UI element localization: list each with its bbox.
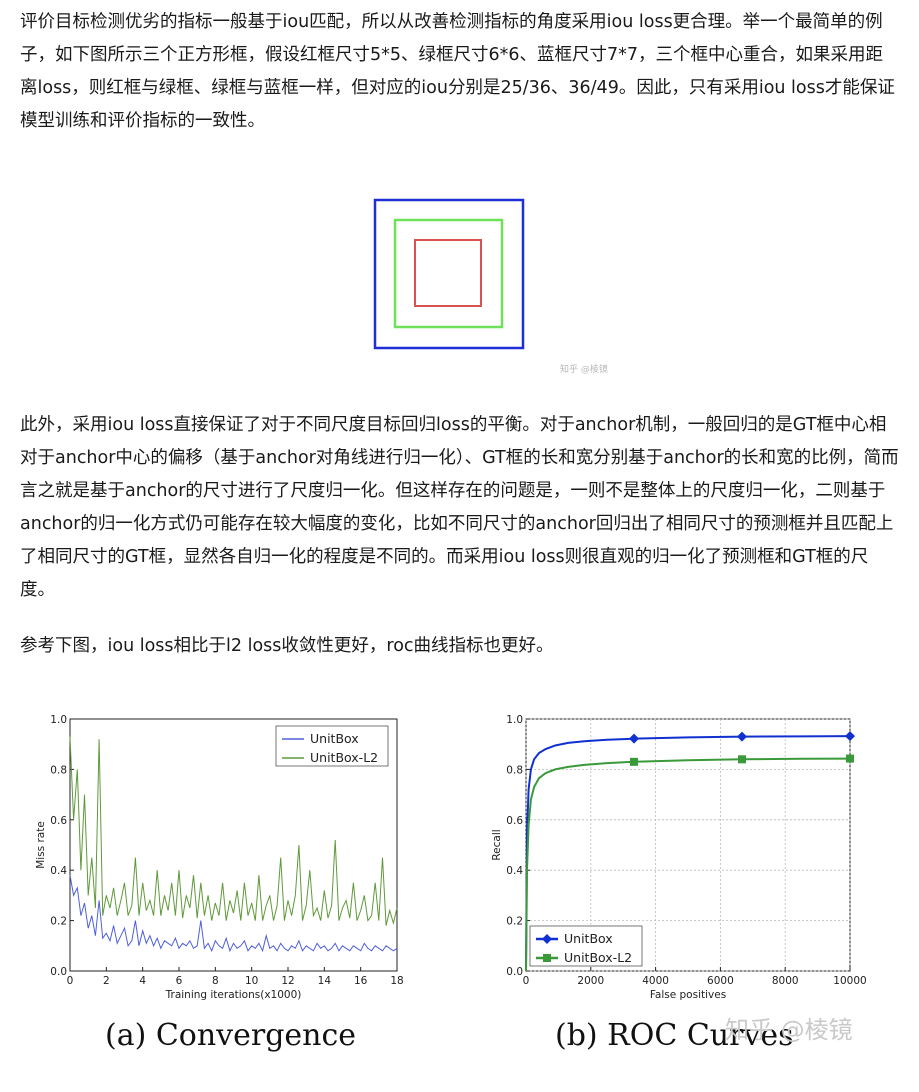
green-box	[393, 218, 504, 329]
series-marker-0	[628, 733, 639, 744]
legend-label-0: UnitBox	[564, 931, 613, 946]
x-tick-label: 10000	[833, 975, 866, 987]
legend-marker-1	[543, 954, 551, 962]
series-line-1	[69, 736, 398, 926]
y-tick-label: 0.2	[50, 916, 67, 928]
paragraph-scale-balance: 此外，采用iou loss直接保证了对于不同尺度目标回归loss的平衡。对于an…	[20, 415, 899, 600]
y-tick-label: 0.8	[506, 764, 523, 776]
series-marker-1	[846, 754, 854, 763]
y-tick-label: 0.8	[50, 764, 67, 776]
x-tick-label: 8000	[772, 975, 799, 987]
y-tick-label: 0.0	[506, 966, 523, 978]
x-axis-label: False positives	[650, 989, 726, 1001]
x-tick-label: 18	[390, 975, 403, 987]
red-box	[414, 239, 482, 307]
charts-figure: 0 2 4 6 8 10 12 14 16 18 0.0 0.2 0.4 0.6 0.8 1.0Trainin…	[35, 714, 867, 1053]
caption-roc: (b) ROC Curves	[555, 1018, 794, 1053]
y-axis-label: Miss rate	[35, 821, 47, 869]
x-tick-label: 14	[318, 975, 332, 987]
legend-label-0: UnitBox	[310, 731, 359, 746]
series-line-0	[69, 875, 398, 953]
x-tick-label: 4	[139, 975, 146, 987]
x-tick-label: 2000	[577, 975, 604, 987]
series-line-1	[525, 757, 851, 972]
y-tick-label: 0.4	[506, 865, 523, 877]
series-line-0	[525, 735, 851, 972]
chart-watermark: 知乎 @棱镜	[725, 1016, 853, 1044]
y-tick-label: 0.6	[506, 815, 523, 827]
blue-box	[373, 198, 525, 350]
convergence-chart: 0 2 4 6 8 10 12 14 16 18 0.0 0.2 0.4 0.6 0.8 1.0Trainin…	[35, 714, 404, 1001]
paragraph-iou-metric: 评价目标检测优劣的指标一般基于iou匹配，所以从改善检测指标的角度采用iou l…	[20, 12, 895, 131]
roc-chart: 0 2000 4000 6000 8000 10000 0.0 0.2 0.4 0.6 0.8 1.0…	[491, 714, 867, 1001]
legend-box	[275, 725, 389, 767]
nested-squares-figure	[373, 198, 525, 350]
x-tick-label: 10	[245, 975, 258, 987]
legend-marker-0	[542, 934, 552, 944]
series-marker-0	[845, 731, 855, 742]
x-tick-label: 2	[103, 975, 110, 987]
x-tick-label: 6000	[707, 975, 734, 987]
paragraph-reference: 参考下图，iou loss相比于l2 loss收敛性更好，roc曲线指标也更好。	[20, 636, 554, 656]
y-tick-label: 0.2	[506, 916, 523, 928]
y-axis-label: Recall	[491, 829, 503, 860]
series-marker-0	[737, 731, 748, 742]
legend-label-1: UnitBox-L2	[564, 950, 632, 965]
y-tick-label: 1.0	[506, 714, 523, 726]
series-marker-1	[629, 757, 638, 766]
y-tick-label: 0.0	[50, 966, 67, 978]
y-tick-label: 0.4	[50, 865, 67, 877]
x-tick-label: 16	[354, 975, 368, 987]
caption-convergence: (a) Convergence	[105, 1018, 356, 1053]
x-tick-label: 4000	[642, 975, 669, 987]
x-tick-label: 8	[212, 975, 219, 987]
figure-watermark: 知乎 @棱镜	[560, 365, 608, 375]
x-axis-label: Training iterations(x1000)	[165, 989, 302, 1001]
x-tick-label: 0	[523, 975, 530, 987]
x-tick-label: 6	[176, 975, 183, 987]
y-tick-label: 0.6	[50, 815, 67, 827]
y-tick-label: 1.0	[50, 714, 67, 726]
x-tick-label: 12	[281, 975, 294, 987]
legend-label-1: UnitBox-L2	[310, 750, 378, 765]
series-marker-1	[738, 755, 747, 764]
x-tick-label: 0	[67, 975, 74, 987]
